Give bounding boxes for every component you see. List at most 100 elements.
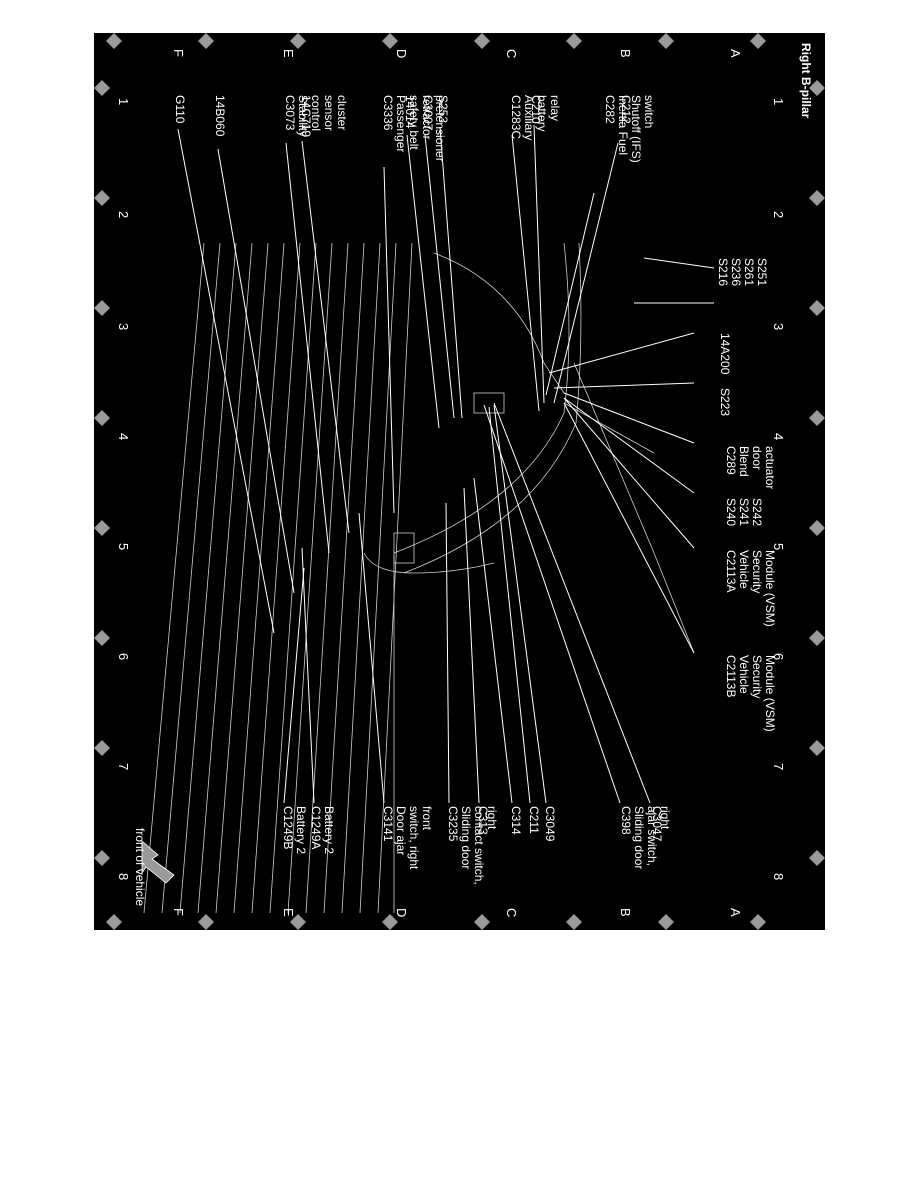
sill-line	[363, 552, 495, 574]
leader-line	[217, 148, 295, 594]
component-label-line: G110	[173, 95, 187, 124]
component-label-line: pretensioner	[433, 95, 447, 162]
component-label-line: C212	[619, 95, 633, 124]
component-label-line: Stability	[296, 95, 310, 137]
component-label-c2113b: C2113BVehicleSecurityModule (VSM)	[724, 655, 777, 732]
pillar-outline	[403, 242, 582, 574]
body-panel-line	[251, 242, 301, 914]
component-label-c210: C210	[529, 95, 543, 124]
component-label-line: right	[658, 806, 672, 830]
grid-row-label: F	[171, 49, 186, 57]
tick-diamond	[809, 190, 825, 206]
component-label-line: Shutoff (IFS)	[629, 95, 643, 163]
leader-line	[439, 126, 463, 419]
grid-row-label: A	[728, 908, 743, 917]
tick-diamond	[809, 410, 825, 426]
body-panel-line	[341, 242, 381, 914]
component-label-line: actuator	[763, 446, 777, 489]
component-label-c1283c: C1283CAuxiliarybatteryrelay	[509, 95, 562, 140]
component-label-line: Auxiliary	[522, 95, 536, 140]
component-label-line: sensor	[322, 95, 336, 131]
leader-line	[553, 382, 695, 389]
harness-line	[563, 402, 655, 454]
component-label-line: S223	[718, 388, 732, 416]
grid-column-label: 7	[116, 763, 131, 770]
component-label-line: S236	[729, 258, 743, 286]
component-label-c3047: C3047	[650, 806, 664, 842]
frame-tick-marks	[94, 33, 825, 930]
component-label-s253: S253	[436, 95, 450, 123]
connector-shape	[473, 392, 505, 414]
body-panel-line	[233, 242, 285, 914]
grid-row-label: B	[618, 908, 633, 917]
tick-diamond	[474, 33, 490, 49]
grid-column-label: 6	[116, 653, 131, 660]
leader-line	[301, 547, 315, 804]
leader-line	[445, 502, 450, 804]
grid-row-label: C	[504, 49, 519, 58]
front-arrow-icon	[141, 840, 175, 884]
component-label-line: C2113A	[724, 550, 738, 592]
component-label-14b060: 14B060	[213, 95, 227, 137]
component-label-line: switch	[642, 95, 656, 128]
component-label-line: S216	[716, 258, 730, 286]
door-frame-line	[433, 252, 565, 394]
tick-diamond	[809, 300, 825, 316]
component-label-line: contact switch,	[472, 806, 486, 885]
component-label-line: control	[309, 95, 323, 131]
grid-row-label: D	[394, 908, 409, 917]
leader-line	[358, 512, 385, 804]
component-label-c3141: C3141Door ajarswitch, rightfront	[381, 806, 434, 870]
grid-column-label: 4	[771, 433, 786, 440]
leader-line	[473, 477, 513, 804]
leader-line	[406, 134, 440, 429]
body-panel-line	[161, 242, 221, 914]
component-label-line: Inertia Fuel	[616, 95, 630, 155]
leader-line	[548, 332, 695, 374]
grid-column-label: 4	[116, 433, 131, 440]
leader-line	[493, 402, 651, 804]
component-label-line: Module (VSM)	[763, 655, 777, 732]
tick-diamond	[809, 740, 825, 756]
component-label-g110: G110	[173, 95, 187, 124]
tick-diamond	[566, 33, 582, 49]
component-label-line: S242	[750, 498, 764, 526]
grid-row-label: D	[394, 49, 409, 58]
grid-column-label: 7	[771, 763, 786, 770]
component-label-line: C3141	[381, 806, 395, 842]
leader-line	[463, 487, 480, 804]
tick-diamond	[106, 33, 122, 49]
tick-diamond	[94, 410, 110, 426]
component-label-line: C3049	[543, 806, 557, 842]
tick-diamond	[290, 33, 306, 49]
tick-diamond	[94, 190, 110, 206]
grid-row-label: E	[281, 908, 296, 917]
component-label-line: Security	[750, 655, 764, 698]
tick-diamond	[94, 80, 110, 96]
component-label-c1249a: C1249ABattery 2	[309, 806, 336, 854]
component-label-line: S253	[436, 95, 450, 123]
component-label-line: 14C719	[299, 95, 313, 137]
component-label-line: S241	[737, 498, 751, 526]
component-label-c398: C398Sliding doorajar switch,right	[619, 806, 672, 869]
leader-line	[563, 392, 695, 444]
component-label-line: C1283C	[509, 95, 523, 139]
component-label-c211: C211	[527, 806, 541, 834]
tick-diamond	[809, 630, 825, 646]
grid-row-label: E	[281, 49, 296, 58]
component-label-line: Passenger	[394, 95, 408, 152]
component-label-line: C211	[527, 806, 541, 834]
leader-line	[301, 140, 350, 534]
component-label-line: battery	[535, 95, 549, 132]
grid-column-label: 6	[771, 653, 786, 660]
leader-line	[424, 134, 455, 419]
connector-shape	[393, 532, 415, 564]
leader-line	[643, 257, 715, 269]
tick-diamond	[382, 33, 398, 49]
tick-diamond	[809, 520, 825, 536]
component-label-line: Battery 2	[322, 806, 336, 854]
component-label-line: C210	[529, 95, 543, 124]
leader-lines	[177, 124, 715, 804]
component-label-line: C1249B	[281, 806, 295, 849]
